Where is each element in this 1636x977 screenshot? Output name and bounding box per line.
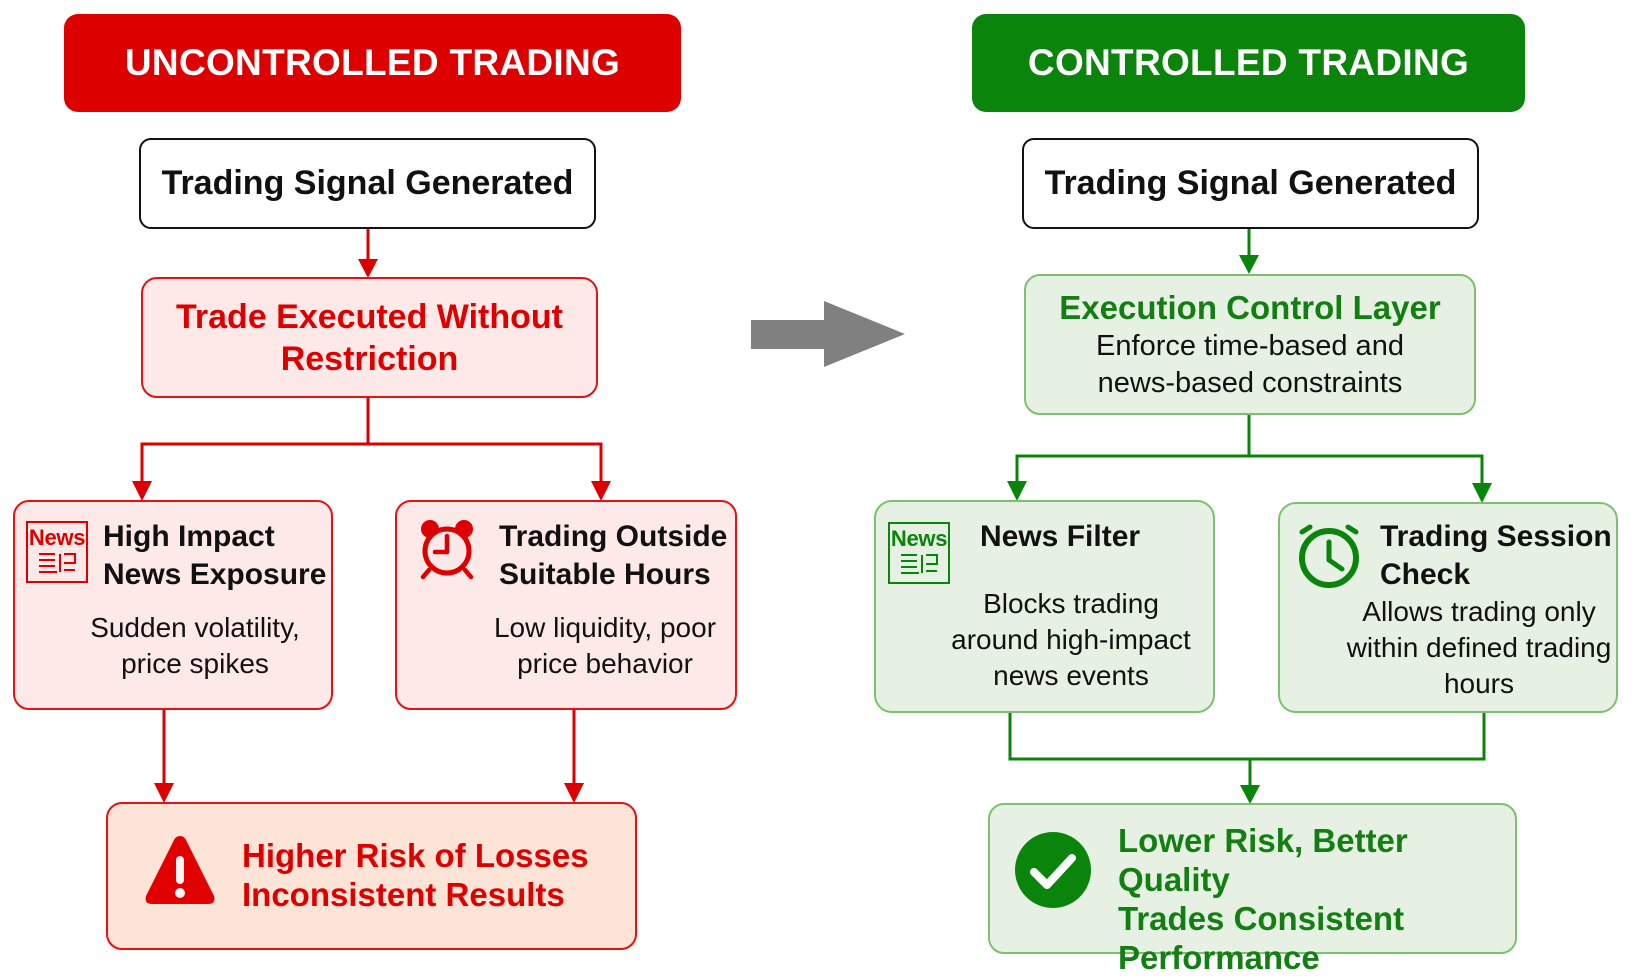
risk-line2: Inconsistent Results <box>242 876 565 913</box>
card-title: Trading Outside Suitable Hours <box>499 518 727 594</box>
control-layer-line1: Enforce time-based and <box>1096 329 1404 362</box>
desc-line2: within defined trading <box>1346 632 1612 663</box>
newspaper-icon: News <box>888 522 950 584</box>
arrowhead <box>132 481 152 501</box>
arrowhead <box>1240 785 1260 804</box>
arrowhead <box>591 481 611 501</box>
arrowhead <box>1007 481 1027 501</box>
arrowhead <box>154 783 174 803</box>
trading-session-check-card: Trading Session Check Allows trading onl… <box>1278 502 1618 713</box>
desc-line1: Sudden volatility, <box>90 612 300 643</box>
connector-merge <box>1008 713 1486 761</box>
news-filter-card: News News Filter Blocks trading around h… <box>874 500 1215 713</box>
card-title-line2: News Exposure <box>103 558 327 591</box>
lower-risk-result-text: Lower Risk, Better Quality Trades Consis… <box>1118 821 1515 977</box>
desc-line1: Allows trading only <box>1362 596 1596 627</box>
high-impact-news-card: News High Impact News Exposure Sudden vo… <box>13 500 333 710</box>
signal-label: Trading Signal Generated <box>161 164 574 202</box>
trading-outside-hours-card: Trading Outside Suitable Hours Low liqui… <box>395 500 737 710</box>
arrowhead <box>564 783 584 803</box>
card-title-line2: Check <box>1380 558 1471 591</box>
card-title-line1: High Impact <box>103 520 275 553</box>
uncontrolled-banner-title: UNCONTROLLED TRADING <box>124 42 621 83</box>
trade-executed-box: Trade Executed Without Restriction <box>141 277 598 398</box>
newspaper-lines <box>901 554 938 574</box>
signal-label: Trading Signal Generated <box>1044 164 1457 202</box>
alarm-clock-icon <box>420 520 474 580</box>
newspaper-icon: News <box>26 521 88 583</box>
trade-executed-line2: Restriction <box>280 339 459 378</box>
card-description: Sudden volatility, price spikes <box>75 610 315 682</box>
warning-triangle-icon <box>145 836 215 904</box>
card-title: News Filter <box>980 520 1141 553</box>
controlled-banner: CONTROLLED TRADING <box>972 14 1525 112</box>
card-description: Low liquidity, poor price behavior <box>487 610 723 682</box>
control-layer-line2: news-based constraints <box>1097 366 1403 399</box>
connector-execution-branch-right <box>368 442 603 484</box>
card-description: Allows trading only within defined tradi… <box>1340 594 1618 702</box>
card-title: High Impact News Exposure <box>103 518 326 594</box>
risk-result-text: Higher Risk of Losses Inconsistent Resul… <box>242 836 589 914</box>
desc-line1: Blocks trading <box>983 588 1159 619</box>
uncontrolled-banner: UNCONTROLLED TRADING <box>64 14 681 112</box>
arrowhead <box>1239 255 1259 274</box>
lower-risk-result-box: Lower Risk, Better Quality Trades Consis… <box>988 803 1517 976</box>
stopwatch-clock-icon <box>1299 524 1359 588</box>
arrowhead <box>1472 483 1492 503</box>
newspaper-lines <box>39 553 76 573</box>
desc-line2: price behavior <box>517 648 693 679</box>
result-line1: Lower Risk, Better Quality <box>1118 822 1408 898</box>
arrowhead <box>358 259 378 278</box>
right-arrow-icon <box>751 301 905 367</box>
controlled-banner-title: CONTROLLED TRADING <box>1027 42 1470 83</box>
desc-line2: price spikes <box>121 648 269 679</box>
news-icon-label: News <box>28 525 86 550</box>
connector-control-branch-right <box>1249 454 1484 486</box>
card-description: Blocks trading around high-impact news e… <box>946 586 1196 694</box>
control-layer-title: Execution Control Layer <box>1059 288 1441 326</box>
checkmark-circle-icon <box>1015 832 1091 908</box>
desc-line3: news events <box>993 660 1149 691</box>
trade-executed-line1: Trade Executed Without <box>176 297 563 336</box>
card-title-line1: Trading Session <box>1380 520 1612 553</box>
result-line3: Performance <box>1118 939 1320 976</box>
risk-line1: Higher Risk of Losses <box>242 837 589 874</box>
result-line2: Trades Consistent <box>1118 900 1405 937</box>
desc-line3: hours <box>1443 668 1515 699</box>
card-title: Trading Session Check <box>1380 518 1612 594</box>
desc-line1: Low liquidity, poor <box>493 612 717 643</box>
connector-execution-branch <box>140 398 370 484</box>
execution-control-layer-box: Execution Control Layer Enforce time-bas… <box>1024 274 1476 415</box>
card-title-line2: Suitable Hours <box>499 558 711 591</box>
higher-risk-result-box: Higher Risk of Losses Inconsistent Resul… <box>106 802 637 950</box>
desc-line2: around high-impact <box>951 624 1191 655</box>
card-title-line1: Trading Outside <box>499 520 728 553</box>
controlled-signal-box: Trading Signal Generated <box>1022 138 1479 229</box>
connector-control-branch <box>1015 415 1251 484</box>
news-icon-label: News <box>890 526 948 551</box>
uncontrolled-signal-box: Trading Signal Generated <box>139 138 596 229</box>
